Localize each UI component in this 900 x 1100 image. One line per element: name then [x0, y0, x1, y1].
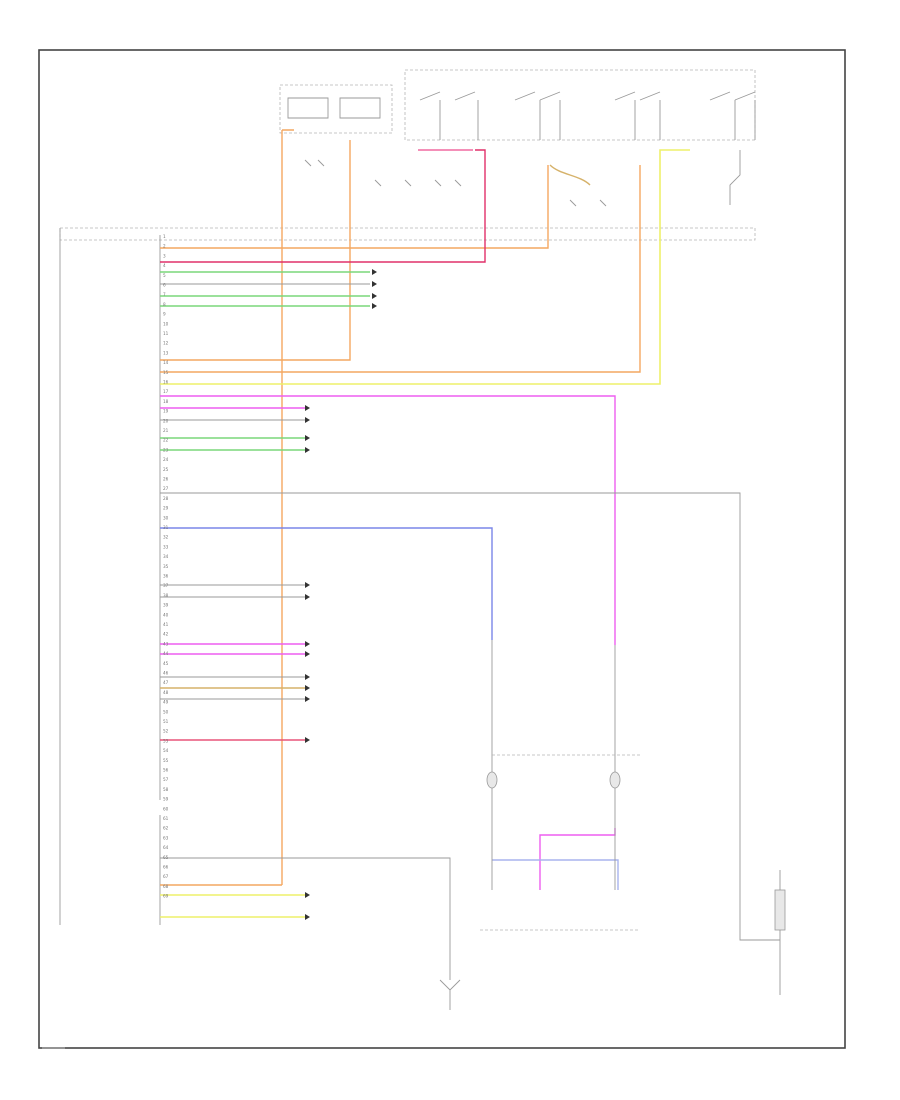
pin-number: 44 [163, 651, 169, 656]
pin-number: 32 [163, 535, 169, 540]
pin-number: 40 [163, 612, 169, 617]
pin-number: 38 [163, 593, 169, 598]
diagram-border [38, 49, 846, 1049]
pin-number: 50 [163, 709, 169, 714]
ecm-connector [59, 228, 161, 925]
pin-number: 59 [163, 797, 169, 802]
pin-number: 3 [163, 253, 166, 258]
pin-number: 29 [163, 506, 169, 511]
pin-number: 60 [163, 806, 169, 811]
pin-number: 10 [163, 321, 169, 326]
pin-number: 30 [163, 515, 169, 520]
pin-number: 11 [163, 331, 169, 336]
pin-number: 28 [163, 496, 169, 501]
pin-number: 1 [163, 234, 166, 239]
pin-number: 54 [163, 748, 169, 753]
pin-number: 17 [163, 389, 169, 394]
pin-number: 5 [163, 273, 166, 278]
pin-number: 13 [163, 350, 169, 355]
pin-number: 35 [163, 564, 169, 569]
pin-number: 15 [163, 370, 169, 375]
pin-number: 22 [163, 438, 169, 443]
pin-number: 66 [163, 865, 169, 870]
circuit-arrows [305, 269, 377, 920]
connector-pin-numbers: 1234567891011121314151617181920212223242… [163, 234, 169, 899]
pin-number: 52 [163, 729, 169, 734]
pin-number: 63 [163, 835, 169, 840]
pin-number: 67 [163, 874, 169, 879]
pin-number: 51 [163, 719, 169, 724]
pin-number: 25 [163, 467, 169, 472]
pin-number: 18 [163, 399, 169, 404]
pin-number: 23 [163, 447, 169, 452]
pin-number: 24 [163, 457, 169, 462]
wire-harness [160, 129, 780, 980]
top-components [59, 69, 756, 241]
pin-number: 64 [163, 845, 169, 850]
pin-number: 12 [163, 341, 169, 346]
pin-number: 19 [163, 409, 169, 414]
pin-number: 46 [163, 671, 169, 676]
pin-number: 41 [163, 622, 169, 627]
bottom-right-switch [439, 870, 786, 1010]
pin-number: 43 [163, 641, 169, 646]
pin-number: 49 [163, 700, 169, 705]
pin-number: 58 [163, 787, 169, 792]
pin-number: 9 [163, 312, 166, 317]
pin-number: 21 [163, 428, 169, 433]
pin-number: 45 [163, 661, 169, 666]
pin-number: 34 [163, 554, 169, 559]
pin-number: 27 [163, 486, 169, 491]
pin-number: 16 [163, 380, 169, 385]
pin-number: 62 [163, 826, 169, 831]
pin-number: 57 [163, 777, 169, 782]
pin-number: 33 [163, 544, 169, 549]
pin-number: 55 [163, 758, 169, 763]
pin-number: 69 [163, 894, 169, 899]
pin-number: 68 [163, 884, 169, 889]
pin-number: 65 [163, 855, 169, 860]
pin-number: 53 [163, 738, 169, 743]
pin-number: 56 [163, 768, 169, 773]
pin-number: 37 [163, 583, 169, 588]
pin-number: 42 [163, 632, 169, 637]
pin-number: 61 [163, 816, 169, 821]
pin-number: 39 [163, 603, 169, 608]
pin-number: 14 [163, 360, 169, 365]
pin-number: 31 [163, 525, 169, 530]
pin-number: 2 [163, 244, 166, 249]
pin-number: 36 [163, 574, 169, 579]
pin-number: 47 [163, 680, 169, 685]
pin-number: 8 [163, 302, 166, 307]
mirror-actuators [480, 640, 640, 931]
pin-number: 20 [163, 418, 169, 423]
pin-number: 48 [163, 690, 169, 695]
pin-number: 6 [163, 283, 166, 288]
pin-number: 4 [163, 263, 166, 268]
pin-number: 7 [163, 292, 166, 297]
pin-number: 26 [163, 477, 169, 482]
